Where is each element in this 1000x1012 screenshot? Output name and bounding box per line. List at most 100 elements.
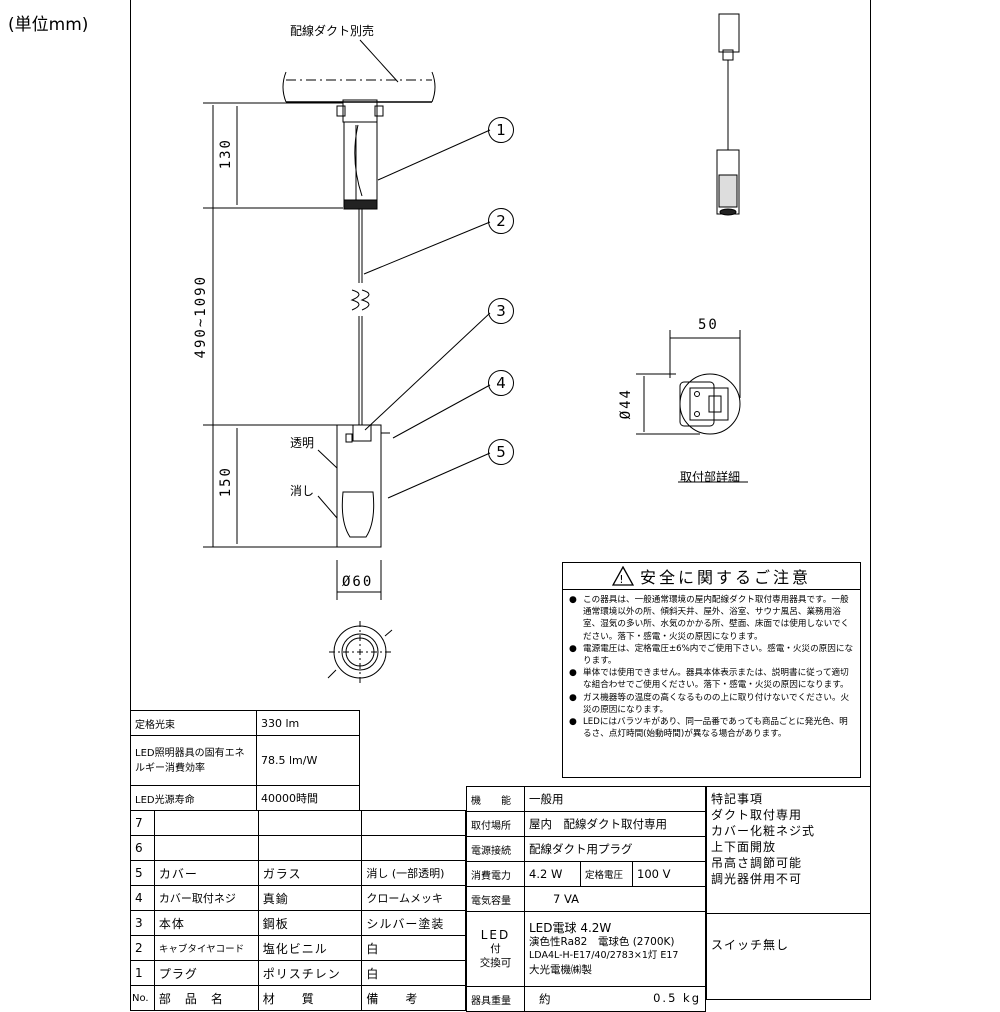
- part-no: 7: [130, 810, 155, 836]
- part-note: 消し (一部透明): [361, 860, 466, 886]
- safety-item: ガス機器等の温度の高くなるものの上に取り付けないでください。火災の原因になります…: [569, 692, 854, 716]
- notes-line: 調光器併用不可: [711, 872, 803, 886]
- info-table: 機 能 一般用 取付場所 屋内 配線ダクト取付専用 電源接続 配線ダクト用プラグ…: [466, 786, 706, 1012]
- spec-value-flux: 330 lm: [256, 710, 360, 736]
- function-label: 機 能: [466, 786, 525, 812]
- header-material: 材 質: [257, 985, 363, 1011]
- part-no: 3: [130, 910, 155, 936]
- part-note: 白: [361, 960, 466, 986]
- led-label: LED 付 交換可: [466, 911, 525, 987]
- dim-range: 490~1090: [193, 275, 209, 359]
- led-label-3: 交換可: [479, 957, 512, 969]
- safety-item: LEDにはバラツキがあり、同一品番であっても商品ごとに発光色、明るさ、点灯時間(…: [569, 716, 854, 740]
- warning-icon: !: [611, 566, 634, 586]
- led-line-4: 大光電機㈱製: [529, 964, 592, 976]
- part-note: [361, 835, 466, 861]
- table-row: 3 本体 鋼板 シルバー塗装: [130, 910, 466, 936]
- part-no: 6: [130, 835, 155, 861]
- notes-box: 特記事項 ダクト取付専用 カバー化粧ネジ式 上下面開放 吊高さ調節可能 調光器併…: [706, 786, 871, 1000]
- table-row: 2 キャブタイヤコード 塩化ビニル 白: [130, 935, 466, 961]
- spec-table: 定格光束 330 lm LED照明器具の固有エネルギー消費効率 78.5 lm/…: [130, 710, 360, 811]
- part-name: [153, 810, 259, 836]
- part-note: 白: [361, 935, 466, 961]
- notes-line: 吊高さ調節可能: [711, 856, 803, 870]
- table-row: 5 カバー ガラス 消し (一部透明): [130, 860, 466, 886]
- connection-label: 電源接続: [466, 836, 525, 862]
- table-row: 6: [130, 835, 466, 861]
- unit-label: (単位mm): [8, 15, 89, 35]
- safety-item: 電源電圧は、定格電圧±6%内でご使用下さい。感電・火災の原因になります。: [569, 643, 854, 667]
- callout-1: 1: [488, 117, 514, 143]
- safety-item: 単体では使用できません。器具本体表示または、説明書に従って適切な組合わせでご使用…: [569, 667, 854, 691]
- callout-4: 4: [488, 370, 514, 396]
- weight-cell: 約 0.5 kg: [524, 986, 706, 1012]
- table-header: No. 部 品 名 材 質 備 考: [130, 985, 466, 1011]
- header-note: 備 考: [361, 985, 466, 1011]
- safety-list: この器具は、一般通常環境の屋内配線ダクト取付専用器具です。一般通常環境以外の所、…: [563, 590, 860, 740]
- spec-label-life: LED光源寿命: [130, 785, 257, 811]
- part-material: [257, 810, 363, 836]
- weight-label: 器具重量: [466, 986, 525, 1012]
- capacity-label: 電気容量: [466, 886, 525, 912]
- power-value: 4.2 W: [524, 861, 581, 887]
- notes-switch: スイッチ無し: [711, 938, 790, 952]
- weight-prefix: 約: [539, 992, 551, 1006]
- capacity-value: 7 VA: [524, 886, 706, 912]
- location-label: 取付場所: [466, 811, 525, 837]
- drawing-frame: [130, 0, 871, 1000]
- led-details: LED電球 4.2W 演色性Ra82 電球色 (2700K) LDA4L-H-E…: [524, 911, 706, 987]
- part-note: [361, 810, 466, 836]
- led-label-1: LED: [480, 928, 511, 942]
- detail-dim-dia44: Ø44: [618, 388, 634, 420]
- voltage-value: 100 V: [632, 861, 706, 887]
- safety-item: この器具は、一般通常環境の屋内配線ダクト取付専用器具です。一般通常環境以外の所、…: [569, 594, 854, 643]
- notes-line: ダクト取付専用: [711, 808, 803, 822]
- dim-150: 150: [218, 466, 234, 498]
- detail-dim-50: 50: [698, 317, 719, 333]
- safety-title: ! 安全に関するご注意: [563, 563, 860, 590]
- label-frosted: 消し: [290, 484, 315, 498]
- spec-label-efficiency: LED照明器具の固有エネルギー消費効率: [130, 735, 257, 786]
- part-material: ポリスチレン: [257, 960, 363, 986]
- location-value: 屋内 配線ダクト取付専用: [524, 811, 706, 837]
- voltage-label: 定格電圧: [580, 861, 633, 887]
- parts-table: 7 6 5 カバー ガラス 消し (一部透明) 4 カバー取付ネジ 真鍮 クロー…: [130, 810, 466, 1011]
- function-value: 一般用: [524, 786, 706, 812]
- part-material: [257, 835, 363, 861]
- connection-value: 配線ダクト用プラグ: [524, 836, 706, 862]
- part-name: キャブタイヤコード: [153, 935, 259, 961]
- part-name: プラグ: [153, 960, 259, 986]
- svg-text:!: !: [619, 573, 626, 586]
- part-name: カバー取付ネジ: [153, 885, 259, 911]
- label-clear: 透明: [290, 436, 315, 450]
- notes-line: カバー化粧ネジ式: [711, 824, 816, 838]
- detail-caption: 取付部詳細: [680, 470, 741, 484]
- led-label-2: 付: [490, 943, 501, 955]
- table-row: 4 カバー取付ネジ 真鍮 クロームメッキ: [130, 885, 466, 911]
- duct-label: 配線ダクト別売: [290, 24, 375, 38]
- dim-130: 130: [218, 138, 234, 170]
- spec-value-efficiency: 78.5 lm/W: [256, 735, 360, 786]
- dim-dia60: Ø60: [342, 574, 374, 590]
- part-note: シルバー塗装: [361, 910, 466, 936]
- led-line-1: LED電球 4.2W: [529, 921, 612, 935]
- callout-3: 3: [488, 298, 514, 324]
- spec-label-flux: 定格光束: [130, 710, 257, 736]
- notes-title: 特記事項: [711, 792, 764, 806]
- led-line-2: 演色性Ra82 電球色 (2700K): [529, 936, 675, 948]
- part-no: 1: [130, 960, 155, 986]
- part-material: 塩化ビニル: [257, 935, 363, 961]
- safety-notice: ! 安全に関するご注意 この器具は、一般通常環境の屋内配線ダクト取付専用器具です…: [562, 562, 861, 778]
- part-name: [153, 835, 259, 861]
- part-material: ガラス: [257, 860, 363, 886]
- part-no: 5: [130, 860, 155, 886]
- safety-title-text: 安全に関するご注意: [639, 568, 811, 587]
- led-line-3: LDA4L-H-E17/40/2783×1灯 E17: [529, 950, 679, 961]
- spec-value-life: 40000時間: [256, 785, 360, 811]
- notes-line: 上下面開放: [711, 840, 777, 854]
- callout-5: 5: [488, 439, 514, 465]
- part-name: 本体: [153, 910, 259, 936]
- part-no: 4: [130, 885, 155, 911]
- table-row: 7: [130, 810, 466, 836]
